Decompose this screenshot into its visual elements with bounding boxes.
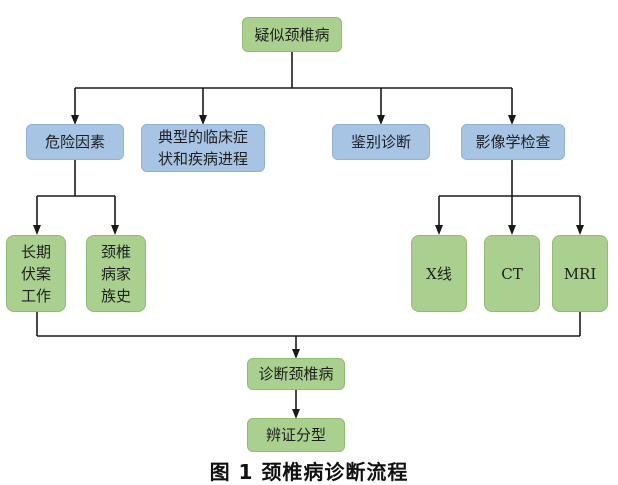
- node-diagnose-cervical-spondylosis: 诊断颈椎病: [247, 358, 345, 390]
- node-ct: CT: [484, 235, 540, 312]
- node-label: X线: [426, 264, 452, 283]
- node-suspected-cervical-spondylosis: 疑似颈椎病: [242, 17, 342, 52]
- node-label-line-1: 颈椎: [100, 242, 131, 261]
- node-label: MRI: [563, 264, 597, 283]
- node-label-line-2: 状和疾病进程: [157, 150, 248, 168]
- node-differential-diagnosis: 鉴别诊断: [332, 124, 430, 160]
- node-label-line-3: 族史: [100, 286, 131, 305]
- node-label-line-3: 工作: [20, 286, 51, 305]
- node-label: 诊断颈椎病: [258, 365, 334, 383]
- node-family-history: 颈椎 病家 族史: [86, 235, 146, 312]
- node-risk-factors: 危险因素: [26, 124, 124, 160]
- node-label: 辨证分型: [265, 426, 326, 444]
- figure-caption: 图 1 颈椎病诊断流程: [209, 460, 409, 484]
- node-label: 影像学检查: [475, 133, 551, 151]
- node-long-desk-work: 长期 伏案 工作: [6, 235, 66, 312]
- connector-lines: [33, 52, 584, 419]
- node-label: CT: [501, 264, 523, 283]
- node-label-line-2: 伏案: [20, 264, 51, 283]
- node-syndrome-typing: 辨证分型: [247, 418, 345, 452]
- node-label-line-2: 病家: [100, 264, 131, 283]
- node-xray: X线: [411, 235, 467, 312]
- node-label: 鉴别诊断: [350, 133, 411, 151]
- node-imaging-exam: 影像学检查: [461, 124, 565, 160]
- node-label: 危险因素: [44, 133, 105, 151]
- node-label-line-1: 长期: [20, 242, 51, 261]
- node-label: 疑似颈椎病: [254, 25, 330, 44]
- node-label-line-1: 典型的临床症: [157, 128, 248, 146]
- node-mri: MRI: [552, 235, 608, 312]
- node-typical-symptoms: 典型的临床症 状和疾病进程: [141, 124, 265, 172]
